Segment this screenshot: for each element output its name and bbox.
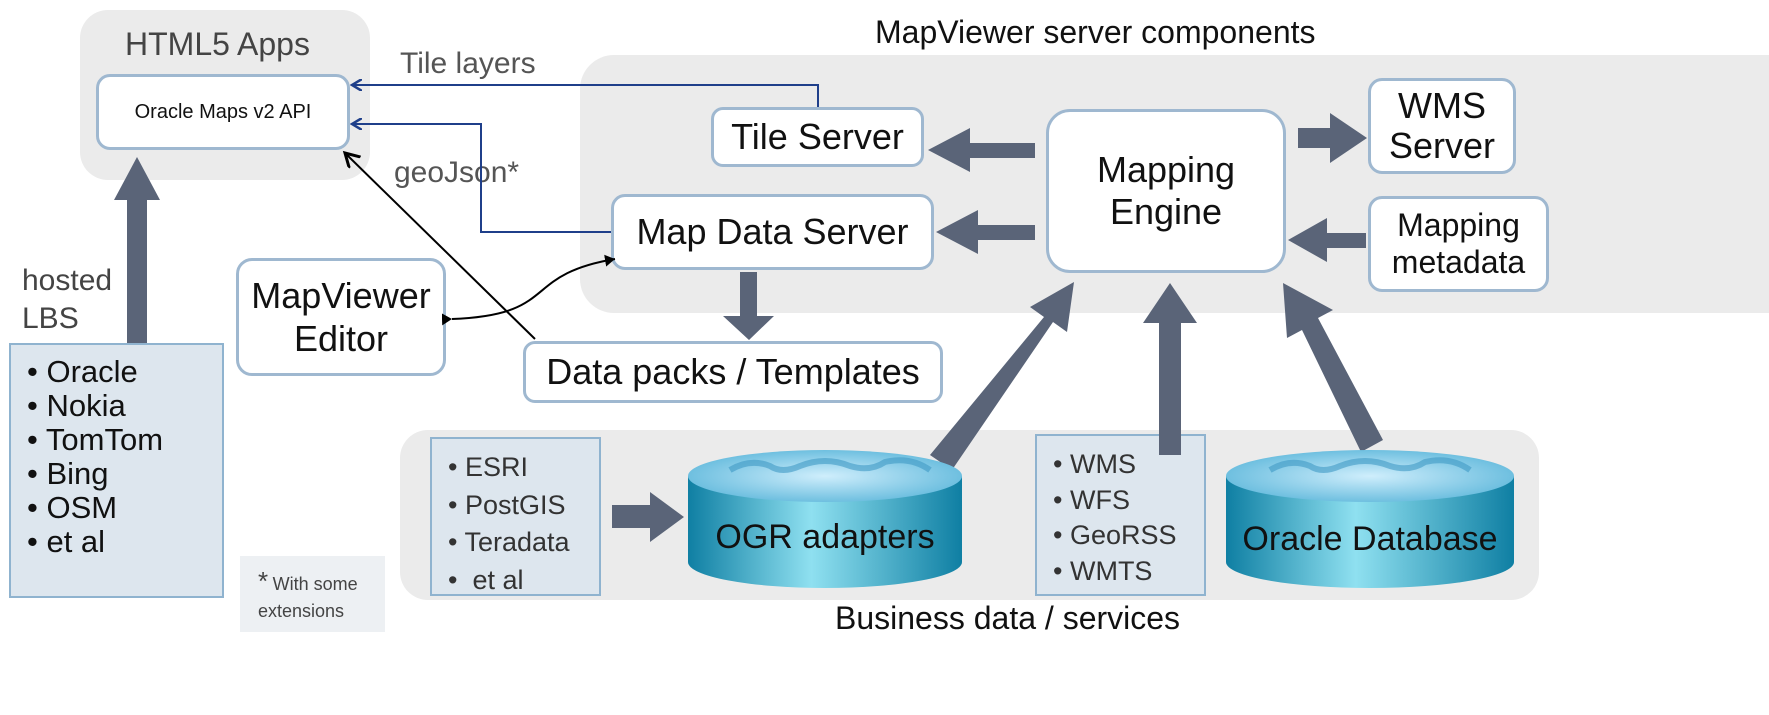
hosted-lbs-list: • Oracle • Nokia • TomTom • Bing • OSM •… <box>27 354 222 560</box>
editor-data-server-curve <box>441 254 616 326</box>
mapping-engine-box: Mapping Engine <box>1046 109 1286 273</box>
mapviewer-editor-box: MapViewer Editor <box>236 258 446 376</box>
ogr-adapters-database <box>688 450 962 588</box>
engine-to-tile-arrow <box>928 128 1035 172</box>
wms-server-label-line2: Server <box>1388 125 1496 166</box>
services-to-engine-arrow <box>1143 283 1197 455</box>
list-item: • WFS <box>1053 484 1130 515</box>
list-item: • WMS <box>1053 449 1136 479</box>
ogr-sources-panel: • ESRI • PostGIS • Teradata • et al <box>430 437 601 596</box>
footnote-star: * <box>258 566 269 596</box>
wms-server-box: WMS Server <box>1368 78 1516 174</box>
diagram-title: MapViewer server components <box>875 14 1316 50</box>
footnote-box: * With some extensions <box>240 556 385 632</box>
hosted-lbs-label: hosted LBS <box>22 262 112 337</box>
geojson-connector <box>352 124 611 233</box>
list-item: • WMTS <box>1053 556 1153 587</box>
list-item: • Oracle <box>27 354 138 389</box>
list-item: • et al <box>448 565 524 596</box>
list-item: • Bing <box>27 456 109 492</box>
tile-layers-label: Tile layers <box>400 47 536 80</box>
list-item: • ESRI <box>448 452 528 482</box>
geojson-label: geoJson* <box>394 156 520 189</box>
tile-server-box: Tile Server <box>711 107 924 167</box>
metadata-to-engine-arrow <box>1288 218 1366 262</box>
mapping-metadata-box: Mapping metadata <box>1368 196 1549 292</box>
hosted-lbs-label-line1: hosted <box>22 264 113 297</box>
hosted-lbs-panel: • Oracle • Nokia • TomTom • Bing • OSM •… <box>9 343 224 598</box>
footnote-text-line2: extensions <box>258 601 345 621</box>
engine-to-wms-arrow <box>1298 113 1367 163</box>
list-item: • Nokia <box>27 388 126 424</box>
web-services-list: • WMS • WFS • GeoRSS • WMTS <box>1053 449 1204 587</box>
ogr-to-engine-arrow <box>930 282 1074 470</box>
ogr-adapters-container: OGR adapters <box>688 518 962 562</box>
mapping-engine-label-line1: Mapping <box>1096 149 1236 190</box>
mapping-engine-label-line2: Engine <box>1109 191 1223 232</box>
list-item: • OSM <box>27 490 118 526</box>
oracle-database-container: Oracle Database <box>1226 520 1514 564</box>
oracle-database <box>1226 450 1514 588</box>
data-packs-box: Data packs / Templates <box>523 341 943 403</box>
html5-apps-heading: HTML5 Apps <box>125 26 310 62</box>
ogr-sources-list: • ESRI • PostGIS • Teradata • et al <box>448 452 599 596</box>
mapviewer-editor-label-line2: Editor <box>293 318 389 359</box>
wms-server-label-line1: WMS <box>1398 85 1486 127</box>
oracledb-to-engine-arrow <box>1283 283 1383 452</box>
web-services-panel: • WMS • WFS • GeoRSS • WMTS <box>1035 434 1206 596</box>
list-item: • et al <box>27 524 106 560</box>
oracle-database-label: Oracle Database <box>1242 520 1498 558</box>
mapping-metadata-label-line2: metadata <box>1391 244 1526 280</box>
mapdata-to-datapacks-arrow <box>723 272 774 340</box>
list-item: • Teradata <box>448 527 570 558</box>
list-item: • TomTom <box>27 422 164 458</box>
oracle-maps-api-box: Oracle Maps v2 API <box>96 74 350 150</box>
sources-to-ogr-arrow <box>612 492 684 542</box>
mapviewer-editor-label-line1: MapViewer <box>251 274 431 316</box>
hosted-lbs-label-line2: LBS <box>22 301 79 335</box>
business-data-title: Business data / services <box>835 600 1181 636</box>
engine-to-mapdata-arrow <box>936 210 1035 254</box>
list-item: • PostGIS <box>448 489 566 520</box>
footnote-text-line1: With some <box>272 574 358 594</box>
mapping-metadata-label-line1: Mapping <box>1397 207 1520 244</box>
tile-layers-connector <box>352 85 819 107</box>
map-data-server-box: Map Data Server <box>611 194 934 270</box>
lbs-to-api-arrow <box>114 157 160 343</box>
list-item: • GeoRSS <box>1053 520 1177 551</box>
ogr-adapters-label: OGR adapters <box>715 518 935 556</box>
